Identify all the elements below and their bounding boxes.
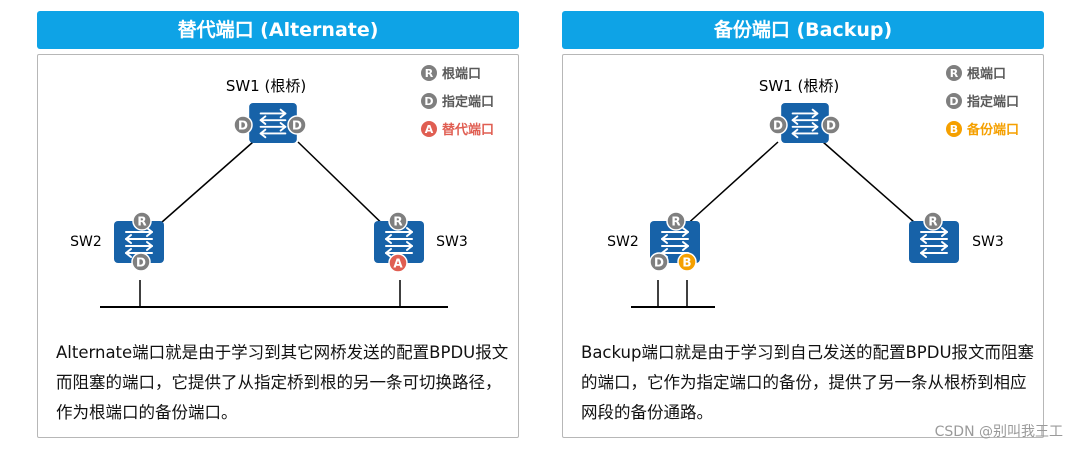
- alternate-topology-diagram: SW1 (根桥) D D SW2 R D SW3 R A R 根端: [70, 65, 494, 308]
- sw1-label: SW1 (根桥): [226, 77, 306, 95]
- legend-backup-port-label: 备份端口: [966, 122, 1019, 138]
- svg-text:A: A: [425, 123, 434, 136]
- legend-designated-port-icon: [421, 93, 437, 109]
- sw1-designated-port-right: [821, 115, 841, 135]
- svg-text:B: B: [950, 123, 958, 136]
- diagram-box: SW1 (根桥) D D SW2 R D B SW3 R R 根端: [562, 54, 1044, 438]
- svg-text:D: D: [238, 119, 248, 133]
- sw3-label: SW3: [972, 234, 1004, 250]
- svg-text:D: D: [949, 95, 958, 108]
- sw3-label: SW3: [436, 234, 468, 250]
- legend-alternate-port-label: 替代端口: [442, 122, 494, 138]
- backup-panel: 备份端口 (Backup) SW1 (根桥) D D SW2 R D B: [562, 11, 1044, 438]
- sw3-root-port: [923, 211, 943, 231]
- svg-text:D: D: [654, 256, 664, 270]
- alternate-panel: 替代端口 (Alternate) SW1 (根桥) D D SW2 R D: [37, 11, 519, 438]
- legend-designated-port-icon: [946, 93, 962, 109]
- sw1-designated-port-right: [287, 115, 307, 135]
- legend-root-port-icon: [946, 65, 962, 81]
- svg-text:D: D: [292, 119, 302, 133]
- sw2-label: SW2: [70, 234, 102, 250]
- legend-backup-port-icon: [946, 121, 962, 137]
- legend: R 根端口 D 指定端口 A 替代端口: [421, 65, 494, 138]
- svg-text:R: R: [137, 215, 146, 229]
- sw3-alternate-port: [388, 253, 408, 273]
- backup-topology-diagram: SW1 (根桥) D D SW2 R D B SW3 R R 根端: [607, 65, 1019, 308]
- legend-designated-port-label: 指定端口: [967, 94, 1019, 110]
- sw1-designated-port-left: [768, 115, 788, 135]
- backup-description: Backup端口就是由于学习到自己发送的配置BPDU报文而阻塞的端口，它作为指定…: [581, 343, 1035, 422]
- legend-alternate-port-icon: [421, 121, 437, 137]
- svg-text:R: R: [950, 67, 959, 80]
- svg-text:R: R: [671, 215, 680, 229]
- svg-text:R: R: [928, 215, 937, 229]
- svg-text:D: D: [826, 119, 836, 133]
- panel-title: 备份端口 (Backup): [562, 11, 1044, 49]
- sw2-designated-port: [649, 252, 669, 272]
- alternate-description: Alternate端口就是由于学习到其它网桥发送的配置BPDU报文而阻塞的端口，…: [56, 343, 509, 422]
- legend-root-port-label: 根端口: [442, 66, 481, 82]
- legend: R 根端口 D 指定端口 B 备份端口: [946, 65, 1019, 138]
- sw2-root-port: [666, 211, 686, 231]
- legend-designated-port-label: 指定端口: [442, 94, 494, 110]
- csdn-watermark: CSDN @别叫我王工: [934, 424, 1063, 440]
- panel-title: 替代端口 (Alternate): [37, 11, 519, 49]
- svg-text:D: D: [424, 95, 433, 108]
- svg-text:B: B: [682, 256, 691, 270]
- svg-text:A: A: [393, 257, 403, 271]
- link-sw1-sw2: [144, 141, 254, 238]
- sw3-root-port: [388, 211, 408, 231]
- sw2-root-port: [132, 211, 152, 231]
- sw2-designated-port: [131, 252, 151, 272]
- svg-text:R: R: [425, 67, 434, 80]
- diagram-box: SW1 (根桥) D D SW2 R D SW3 R A R 根端: [37, 54, 519, 438]
- sw1-designated-port-left: [233, 115, 253, 135]
- legend-root-port-icon: [421, 65, 437, 81]
- sw2-backup-port: [677, 252, 697, 272]
- svg-text:D: D: [136, 256, 146, 270]
- svg-text:R: R: [393, 215, 402, 229]
- legend-root-port-label: 根端口: [967, 66, 1006, 82]
- sw2-label: SW2: [607, 234, 639, 250]
- svg-text:D: D: [773, 119, 783, 133]
- sw1-label: SW1 (根桥): [759, 77, 839, 95]
